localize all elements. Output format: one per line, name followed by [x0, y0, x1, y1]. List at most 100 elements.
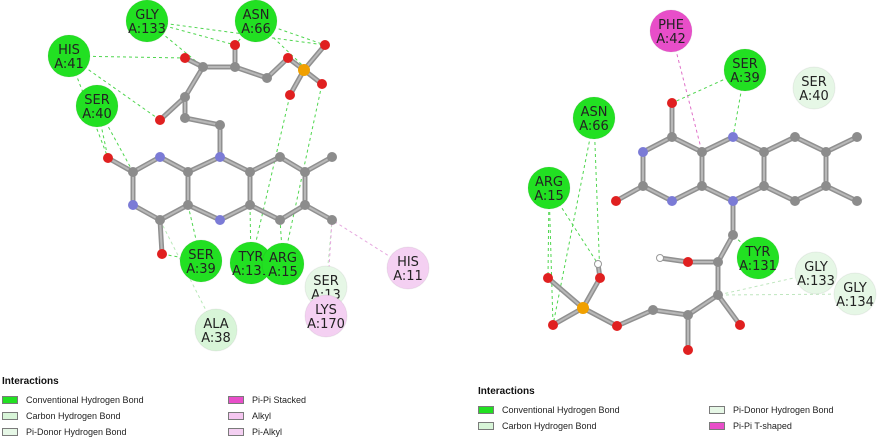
residue-name: LYS	[315, 303, 337, 318]
bond-highlight	[219, 156, 251, 173]
bond-highlight	[732, 185, 765, 202]
left-legend-item-pi-alkyl: Pi-Alkyl	[228, 427, 282, 437]
residue-disc	[572, 96, 616, 140]
atom-c	[262, 73, 272, 83]
atom-n	[128, 200, 138, 210]
atom-c	[667, 132, 677, 142]
bond-highlight	[304, 156, 333, 173]
residue-name: PHE	[658, 18, 684, 33]
residue-disc	[234, 0, 278, 43]
interaction-line	[717, 293, 856, 296]
atom-c	[155, 215, 165, 225]
residue-disc	[75, 84, 119, 128]
residue-layer: GLYA:133ASNA:66HISA:41SERA:40SERA:39TYRA…	[47, 0, 430, 352]
atom-c	[300, 167, 310, 177]
atom-c	[300, 200, 310, 210]
atom-c	[790, 196, 800, 206]
atom-n	[728, 196, 738, 206]
bond-highlight	[825, 185, 858, 202]
bond-highlight	[732, 136, 765, 153]
bond-highlight	[717, 234, 734, 263]
left-legend-swatch-pi-pi-stacked	[228, 396, 244, 404]
bond-highlight	[187, 156, 221, 173]
left-legend-item-pi-donor: Pi-Donor Hydrogen Bond	[2, 427, 127, 437]
atom-p	[577, 302, 589, 314]
left-panel: GLYA:133ASNA:66HISA:41SERA:40SERA:39TYRA…	[47, 0, 430, 352]
interaction-line	[593, 117, 601, 279]
left-legend-swatch-pi-donor	[2, 428, 18, 436]
residue-name: TYR	[238, 250, 264, 265]
interaction-line	[250, 94, 291, 264]
residue-name: SER	[313, 274, 339, 289]
residue-id: A:15	[268, 265, 298, 280]
atom-c	[648, 305, 658, 315]
atom-o	[155, 115, 165, 125]
atom-n	[155, 152, 165, 162]
residue-id: A:40	[82, 107, 112, 122]
bond-highlight	[825, 136, 858, 153]
bond-highlight	[159, 156, 189, 173]
residue-disc	[386, 246, 430, 290]
bond-highlight	[671, 185, 703, 202]
residue-name: ARG	[269, 251, 297, 266]
residue-name: SER	[732, 57, 758, 72]
atom-o	[667, 98, 677, 108]
residue-name: SER	[84, 93, 110, 108]
residue-id: A:133	[797, 274, 835, 289]
right-legend-swatch-conventional	[478, 406, 494, 414]
bond-highlight	[159, 219, 163, 255]
atom-c	[275, 215, 285, 225]
residue-id: A:39	[186, 262, 216, 277]
residue-id: A:38	[201, 331, 231, 346]
residue-name: GLY	[804, 260, 828, 275]
left-legend-swatch-conventional	[2, 396, 18, 404]
atom-n	[215, 215, 225, 225]
residue-disc	[833, 272, 877, 316]
residue-disc	[723, 48, 767, 92]
residue-name: TYR	[745, 245, 771, 260]
atom-o	[595, 273, 605, 283]
residue-disc	[304, 294, 348, 338]
right-legend-item-carbon: Carbon Hydrogen Bond	[478, 421, 597, 431]
atom-o	[157, 249, 167, 259]
residue-disc	[792, 66, 836, 110]
residue-id: A:39	[730, 71, 760, 86]
atom-c	[245, 167, 255, 177]
bond-highlight	[159, 96, 186, 121]
bond-highlight	[616, 309, 654, 327]
atom-c	[183, 167, 193, 177]
left-legend-label: Pi-Alkyl	[252, 427, 283, 437]
atom-o	[317, 79, 327, 89]
left-legend-label: Conventional Hydrogen Bond	[26, 395, 144, 405]
bond-highlight	[249, 204, 281, 221]
atom-o	[320, 40, 330, 50]
bond-highlight	[159, 204, 189, 221]
right-legend-swatch-pi-pi-tshaped	[709, 422, 725, 430]
bond-highlight	[249, 156, 281, 173]
atom-c	[215, 120, 225, 130]
atom-c	[128, 167, 138, 177]
bond-highlight	[642, 136, 673, 153]
atom-c	[183, 200, 193, 210]
left-legend-item-carbon: Carbon Hydrogen Bond	[2, 411, 121, 421]
bond-highlight	[582, 307, 618, 327]
left-legend-swatch-alkyl	[228, 412, 244, 420]
bond-highlight	[652, 309, 689, 316]
left-legend-item-conventional: Conventional Hydrogen Bond	[2, 395, 144, 405]
bond-highlight	[763, 185, 796, 202]
atom-c	[327, 215, 337, 225]
atom-n	[667, 196, 677, 206]
residue-id: A:40	[799, 89, 829, 104]
left-legend-title: Interactions	[2, 376, 59, 387]
atom-o	[230, 40, 240, 50]
